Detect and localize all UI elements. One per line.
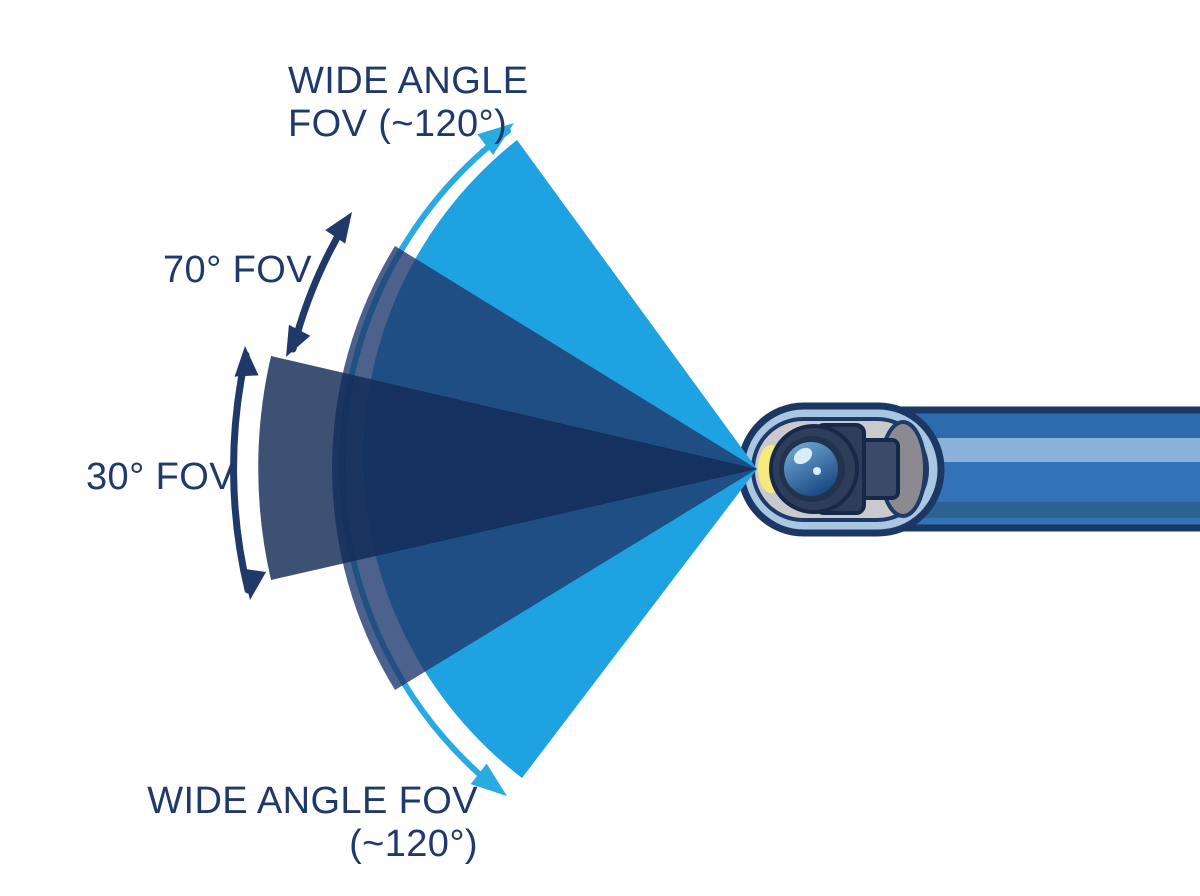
fov-30-label: 30° FOV xyxy=(86,456,235,498)
fov-30-cone xyxy=(258,356,757,580)
wide-angle-top-label-line1: WIDE ANGLE xyxy=(288,60,529,102)
fov-70-label: 70° FOV xyxy=(163,249,312,291)
lens-highlight-dot xyxy=(813,467,821,475)
wide-angle-arrowhead-bottom-icon xyxy=(470,763,507,796)
fov-30-arc xyxy=(230,351,252,594)
fov-30-arrowhead-bottom-icon xyxy=(242,568,267,600)
endoscope-tip xyxy=(737,402,945,537)
wide-angle-bottom-label-line2: (~120°) xyxy=(349,823,478,865)
fov-70-arrowhead-bottom-icon xyxy=(286,324,311,357)
fov-70-angle-arrow xyxy=(286,212,352,357)
wide-angle-arrowhead-top-icon xyxy=(477,123,514,156)
tube-top-band xyxy=(882,414,1200,438)
fov-30-arrowhead-top-icon xyxy=(234,346,259,377)
lens-highlight xyxy=(793,447,813,465)
wide-angle-top-label-line2: FOV (~120°) xyxy=(288,103,507,145)
fov-70-arrowhead-top-icon xyxy=(325,212,352,244)
tube-shadow-stripe xyxy=(882,502,1200,518)
fov-30-angle-arrow xyxy=(230,346,267,600)
wide-angle-bottom-label-line1: WIDE ANGLE FOV xyxy=(147,780,478,822)
